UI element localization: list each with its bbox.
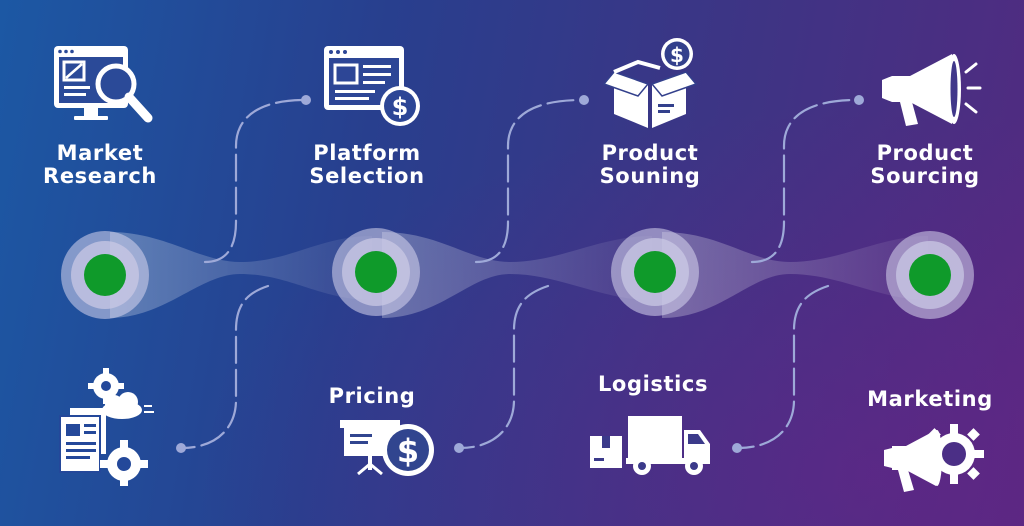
ribbon-1 bbox=[110, 232, 372, 318]
product-box-dollar-icon: $ bbox=[602, 38, 698, 128]
step-label-product-souning: Product Souning bbox=[599, 141, 701, 188]
svg-text:$: $ bbox=[670, 43, 684, 67]
connector-top-2 bbox=[474, 98, 584, 264]
connector-bottom-3 bbox=[736, 284, 830, 450]
connector-dot-top-2 bbox=[579, 95, 589, 105]
step-label-marketing: Marketing bbox=[867, 387, 993, 411]
connector-dot-top-1 bbox=[301, 95, 311, 105]
connector-dot-top-3 bbox=[854, 95, 864, 105]
connector-dot-bottom-3 bbox=[732, 443, 742, 453]
step-label-market-research: Market Research bbox=[43, 141, 157, 188]
connector-top-1 bbox=[203, 98, 307, 264]
svg-text:$: $ bbox=[397, 432, 419, 470]
top-connector-dots bbox=[301, 95, 864, 105]
node-2 bbox=[332, 228, 420, 316]
step-label-product-sourcing: Product Sourcing bbox=[870, 141, 980, 188]
ribbon-3 bbox=[662, 232, 928, 318]
documents-gears-cloud-icon bbox=[59, 368, 154, 486]
svg-text:$: $ bbox=[392, 93, 409, 121]
megaphone-icon bbox=[882, 54, 982, 126]
step-label-pricing: Pricing bbox=[328, 384, 416, 408]
node-3 bbox=[611, 228, 699, 316]
node-4 bbox=[886, 231, 974, 319]
megaphone-gear-icon bbox=[884, 424, 984, 492]
timeline-ribbons bbox=[110, 232, 928, 318]
connector-bottom-2 bbox=[458, 284, 550, 450]
connector-dot-bottom-2 bbox=[454, 443, 464, 453]
step-label-platform-selection: Platform Selection bbox=[309, 141, 425, 188]
bottom-connector-dots bbox=[176, 443, 742, 453]
connector-top-3 bbox=[750, 98, 859, 264]
top-connectors bbox=[203, 98, 859, 264]
delivery-truck-box-icon bbox=[590, 416, 710, 475]
market-research-monitor-magnifier-icon bbox=[54, 46, 153, 123]
platform-browser-dollar-icon: $ bbox=[324, 46, 420, 126]
presentation-dollar-icon: $ bbox=[340, 420, 434, 476]
node-1 bbox=[61, 231, 149, 319]
ribbon-2 bbox=[382, 232, 652, 318]
step-label-logistics: Logistics bbox=[597, 372, 709, 396]
timeline-nodes bbox=[61, 228, 974, 319]
connector-bottom-1 bbox=[180, 284, 270, 450]
connector-dot-bottom-1 bbox=[176, 443, 186, 453]
bottom-connectors bbox=[180, 284, 830, 450]
